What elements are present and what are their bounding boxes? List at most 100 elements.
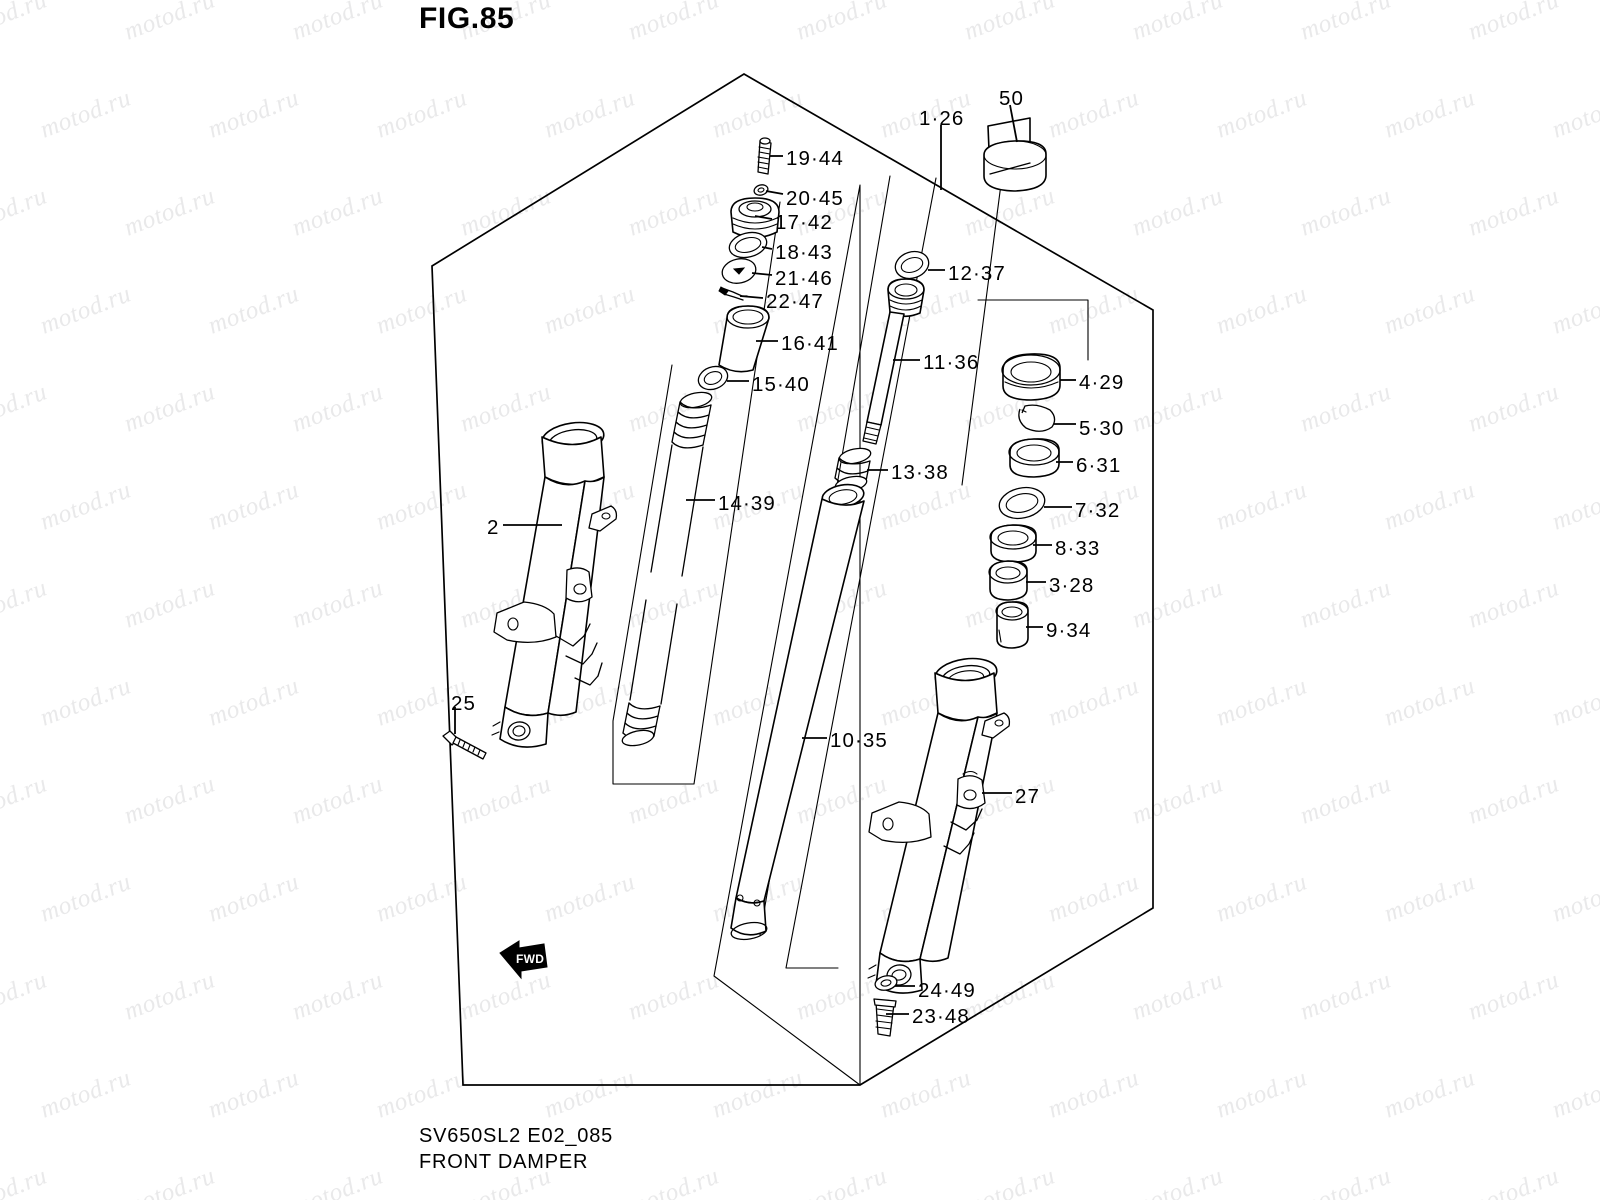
pinch-bolt-shank — [452, 736, 487, 760]
part-pinch-bolt — [442, 730, 487, 760]
pinch-bolt-threads — [457, 739, 481, 756]
fork-leg-right-hose-claw-tips — [968, 808, 983, 845]
leader-21 — [751, 272, 773, 276]
washer-inner — [1005, 493, 1039, 513]
callout-c11[interactable]: 11·36 — [923, 351, 980, 374]
part-piston-bush — [995, 601, 1029, 649]
fork-leg-right-lug — [868, 801, 932, 844]
damper-oring-inner — [900, 256, 924, 274]
fork-leg-left-lug — [493, 601, 557, 644]
damper-rod-piston-bore — [894, 283, 918, 297]
fork-leg-right-lug-hole — [882, 817, 894, 831]
fork-leg-left-collar — [541, 436, 605, 486]
slide-bush-top — [989, 524, 1037, 550]
group-bracket-left — [612, 201, 781, 785]
protector-band — [983, 140, 1047, 192]
part-slide-bush — [989, 524, 1037, 563]
part-fork-spring — [621, 391, 713, 747]
part-fork-leg-left — [491, 421, 618, 748]
damper-rod-piston-rings — [889, 299, 923, 311]
inner-tube-body — [735, 498, 865, 904]
callout-c22[interactable]: 22·47 — [766, 290, 824, 313]
piston-bush-top — [995, 601, 1029, 621]
damper-bolt-threads — [875, 1008, 894, 1030]
damper-rod-shaft — [866, 311, 905, 426]
stopper-ring-body — [1018, 404, 1056, 432]
fork-spring-left-lower — [629, 599, 647, 701]
callout-c2[interactable]: 2 — [487, 516, 500, 539]
callout-c23[interactable]: 23·48 — [912, 1005, 970, 1028]
part-fork-cap — [730, 197, 780, 239]
callout-c50[interactable]: 50 — [999, 87, 1025, 110]
inner-tube-hole-a — [736, 894, 744, 902]
oil-seal-bore — [1010, 361, 1052, 383]
fork-leg-right-hose-claws — [943, 819, 978, 855]
fork-leg-right-caliper-bracket — [956, 775, 986, 810]
leader-20 — [765, 190, 784, 195]
callout-c17[interactable]: 17·42 — [775, 211, 833, 234]
guide-bush-top — [988, 560, 1028, 584]
leader-17 — [754, 215, 773, 220]
fork-spring-left-upper — [650, 444, 673, 573]
fork-cap-hex — [746, 202, 764, 212]
inner-tube-hole-b — [753, 899, 761, 907]
callout-c27[interactable]: 27 — [1015, 785, 1041, 808]
spring-seat-slot — [732, 267, 746, 275]
part-spring-seat — [721, 258, 757, 284]
protector-band-top — [983, 140, 1047, 170]
leader-lines — [454, 104, 1076, 1015]
callout-c1[interactable]: 1·26 — [919, 107, 965, 130]
cap-oring-inner — [734, 236, 762, 254]
callout-c24[interactable]: 24·49 — [918, 979, 976, 1002]
fork-leg-left-lug-hole — [507, 617, 519, 631]
callout-c21[interactable]: 21·46 — [775, 267, 833, 290]
part-fork-protector — [983, 117, 1047, 192]
callout-c14[interactable]: 14·39 — [718, 492, 776, 515]
callout-c19[interactable]: 19·44 — [786, 147, 844, 170]
piston-bush-bore — [1001, 606, 1023, 618]
oil-seal-body — [1002, 353, 1061, 401]
callout-c7[interactable]: 7·32 — [1075, 499, 1121, 522]
fork-leg-left-bracket-hole — [573, 583, 587, 595]
fork-leg-left-axle-hole-inner — [512, 725, 526, 737]
callout-c18[interactable]: 18·43 — [775, 241, 833, 264]
spring-washer-outer — [697, 365, 729, 391]
fork-cap-body — [730, 197, 780, 239]
fork-cap-top — [738, 200, 772, 218]
callout-c13[interactable]: 13·38 — [891, 461, 949, 484]
inner-tube-mouth-inner — [828, 489, 858, 505]
callout-c5[interactable]: 5·30 — [1079, 417, 1125, 440]
damper-rod-piston — [887, 278, 925, 318]
piston-bush-body — [996, 601, 1029, 649]
callout-c12[interactable]: 12·37 — [948, 262, 1006, 285]
fork-leg-left-axle-hole — [507, 721, 531, 741]
part-spring-spacer — [718, 305, 770, 373]
fork-leg-left-pinch-slot — [491, 721, 501, 736]
damper-rod-thread-lines — [863, 426, 880, 442]
spring-spacer-bore — [732, 309, 764, 325]
callout-c20[interactable]: 20·45 — [786, 187, 844, 210]
part-oil-seal — [1001, 353, 1061, 401]
damper-gasket-inner — [880, 979, 892, 987]
fork-spring-right-lower — [660, 603, 678, 705]
callout-c9[interactable]: 9·34 — [1046, 619, 1092, 642]
callout-c6[interactable]: 6·31 — [1076, 454, 1122, 477]
callout-c16[interactable]: 16·41 — [781, 332, 839, 355]
fork-leg-right-body-side — [919, 712, 998, 963]
spring-washer-inner — [703, 371, 723, 385]
damper-gasket-outer — [874, 975, 898, 991]
callout-c25[interactable]: 25 — [451, 692, 477, 715]
fork-spring-top-coils — [671, 391, 713, 449]
fork-spring-bottom-coils — [621, 702, 661, 747]
inner-tube-bottom-rim — [730, 921, 768, 941]
group-bracket-seals-2 — [977, 299, 1089, 361]
callout-c8[interactable]: 8·33 — [1055, 537, 1101, 560]
callout-c3[interactable]: 3·28 — [1049, 574, 1095, 597]
group-bracket-seals — [961, 183, 1002, 486]
callout-c15[interactable]: 15·40 — [752, 373, 810, 396]
callout-c4[interactable]: 4·29 — [1079, 371, 1125, 394]
fork-leg-right-pinch-slot — [867, 964, 877, 979]
callout-c10[interactable]: 10·35 — [830, 729, 888, 752]
